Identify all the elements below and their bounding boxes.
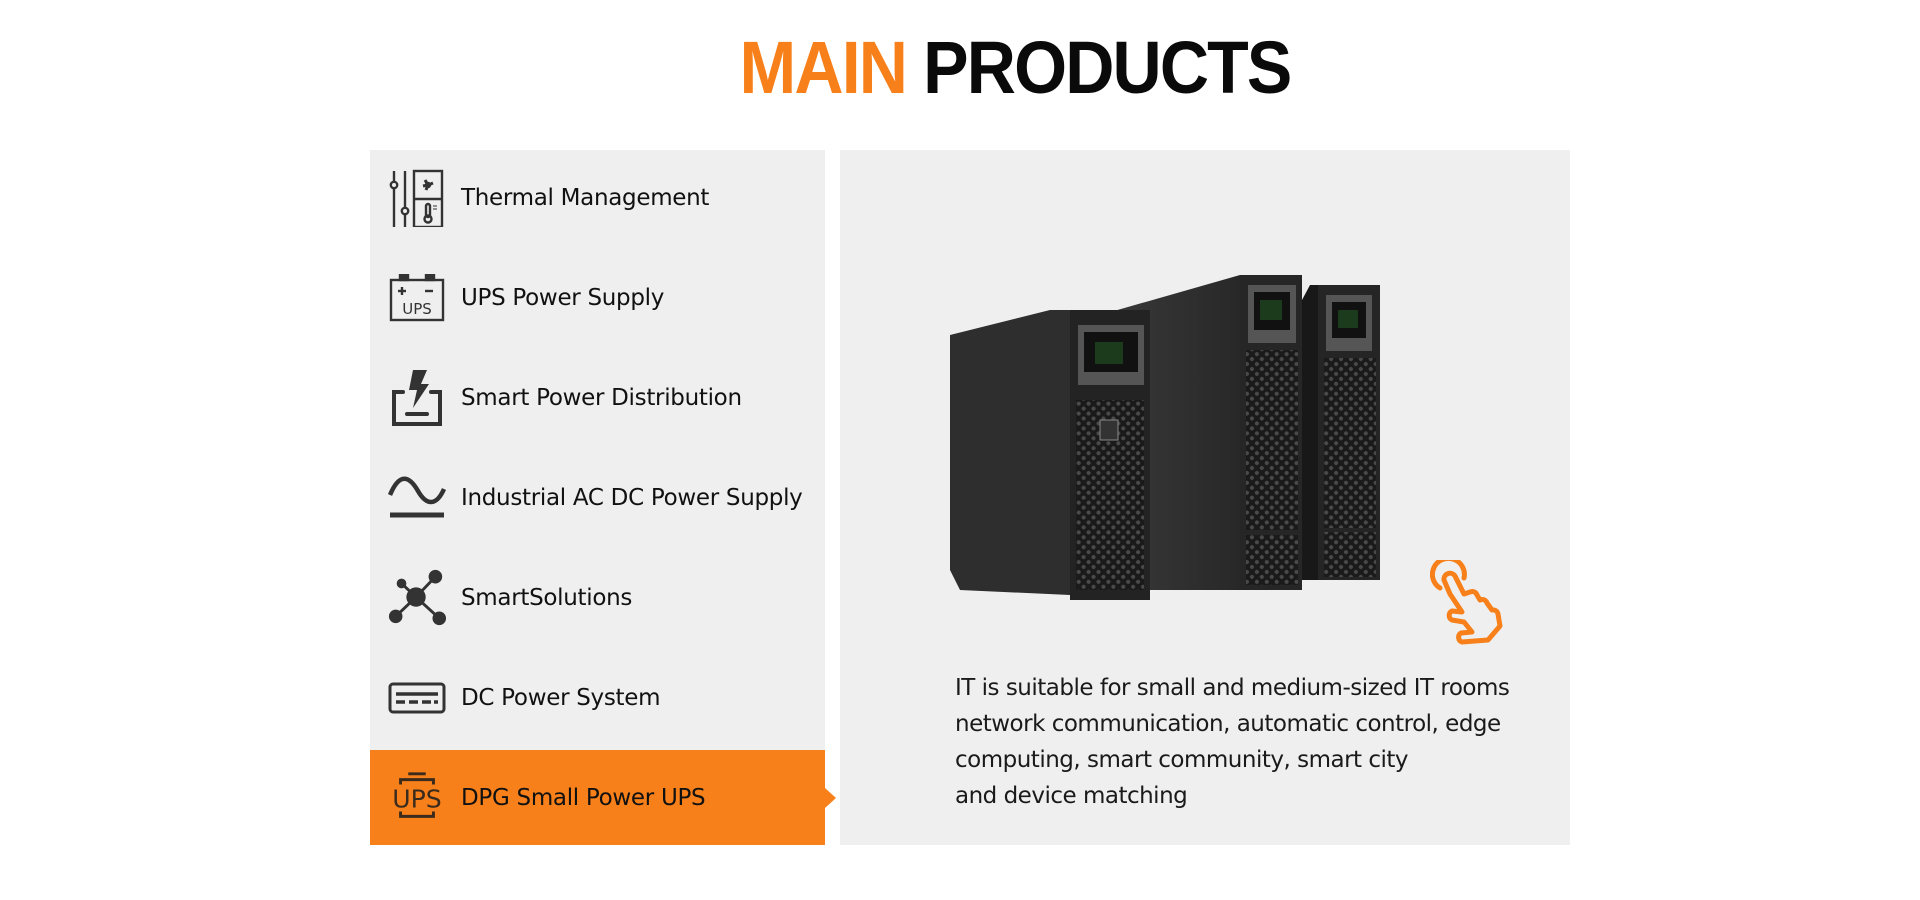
- thermal-management-icon: [387, 168, 447, 228]
- product-category-menu: Thermal Management UPS UPS Power Supply …: [370, 150, 836, 845]
- description-line: IT is suitable for small and medium-size…: [955, 675, 1510, 701]
- menu-item-smartsolutions[interactable]: SmartSolutions: [370, 550, 825, 645]
- description-line: computing, smart community, smart city: [955, 747, 1409, 773]
- menu-item-label: Smart Power Distribution: [461, 384, 742, 411]
- ups-text-icon: UPS: [387, 768, 447, 828]
- product-description: IT is suitable for small and medium-size…: [955, 670, 1555, 814]
- menu-item-dpg-small-power-ups[interactable]: UPS DPG Small Power UPS: [370, 750, 836, 845]
- menu-item-label: DC Power System: [461, 684, 661, 711]
- menu-item-ups-power-supply[interactable]: UPS UPS Power Supply: [370, 250, 825, 345]
- product-detail-panel: IT is suitable for small and medium-size…: [840, 150, 1570, 845]
- menu-item-smart-power-distribution[interactable]: Smart Power Distribution: [370, 350, 825, 445]
- svg-text:UPS: UPS: [402, 300, 432, 318]
- hand-pointer-icon[interactable]: [1429, 555, 1530, 660]
- menu-item-label: DPG Small Power UPS: [461, 784, 706, 811]
- svg-text:UPS: UPS: [392, 784, 442, 813]
- title-rest: PRODUCTS: [923, 26, 1292, 109]
- menu-item-thermal-management[interactable]: Thermal Management: [370, 150, 825, 245]
- menu-item-industrial-ac-dc[interactable]: Industrial AC DC Power Supply: [370, 450, 825, 545]
- description-line: network communication, automatic control…: [955, 711, 1501, 737]
- power-distribution-icon: [387, 368, 447, 428]
- ups-battery-icon: UPS: [387, 268, 447, 328]
- menu-item-label: UPS Power Supply: [461, 284, 665, 311]
- ac-dc-wave-icon: [387, 468, 447, 528]
- ups-tower-units-image: [950, 270, 1420, 600]
- menu-item-label: Thermal Management: [461, 184, 710, 211]
- network-nodes-icon: [387, 568, 447, 628]
- active-indicator-arrow: [825, 788, 836, 808]
- menu-item-label: Industrial AC DC Power Supply: [461, 484, 803, 511]
- description-line: and device matching: [955, 783, 1188, 809]
- title-accent: MAIN: [739, 26, 908, 109]
- menu-item-dc-power-system[interactable]: DC Power System: [370, 650, 825, 745]
- page-title: MAIN PRODUCTS: [81, 18, 1920, 118]
- dc-power-icon: [387, 668, 447, 728]
- menu-item-label: SmartSolutions: [461, 584, 633, 611]
